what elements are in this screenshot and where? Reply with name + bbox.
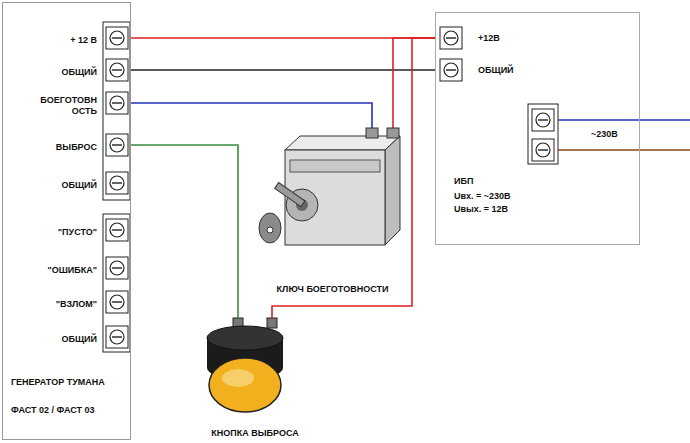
ups-terminals — [440, 27, 690, 164]
terminal-label: ОБЩИЙ — [17, 67, 97, 78]
wire — [131, 103, 372, 120]
device-name: ГЕНЕРАТОР ТУМАНА — [11, 377, 126, 388]
spec-text: Uвых. = 12В — [454, 204, 574, 215]
wire — [272, 38, 435, 318]
key-switch-symbol — [259, 120, 400, 245]
terminal-label: + 12 В — [17, 35, 97, 46]
device-name: ИБП — [454, 176, 574, 187]
wire — [131, 145, 238, 318]
push-button-symbol — [207, 318, 283, 412]
terminal-label: ОБЩИЙ — [17, 180, 97, 191]
device-model: ФАСТ 02 / ФАСТ 03 — [11, 405, 126, 416]
terminal-label: ОБЩИЙ — [478, 65, 558, 76]
terminal-block — [103, 22, 130, 352]
component-label: КНОПКА ВЫБРОСА — [195, 428, 315, 439]
terminal-label: +12В — [478, 33, 558, 44]
terminal-label: "ОШИБКА" — [17, 265, 97, 276]
spec-text: Uвх. = ~230В — [454, 191, 574, 202]
key-switch: КЛЮЧ БОЕГОТОВНОСТИ — [255, 120, 413, 300]
terminal-label: "ВЗЛОМ" — [17, 299, 97, 310]
terminal-label: БОЕГОТОВН ОСТЬ — [17, 95, 97, 117]
push-button: КНОПКА ВЫБРОСА — [195, 318, 318, 442]
fog-generator-box: + 12 В ОБЩИЙ БОЕГОТОВН ОСТЬ ВЫБРОС ОБЩИЙ "ПУС… — [2, 2, 131, 440]
wire — [393, 38, 435, 120]
terminal-label: ВЫБРОС — [17, 142, 97, 153]
terminal-label: "ПУСТО" — [17, 227, 97, 238]
terminal-label: ОБЩИЙ — [17, 334, 97, 345]
wire — [131, 37, 435, 39]
component-label: КЛЮЧ БОЕГОТОВНОСТИ — [255, 284, 410, 295]
voltage-label: ~230В — [590, 129, 619, 140]
wire — [131, 69, 435, 71]
